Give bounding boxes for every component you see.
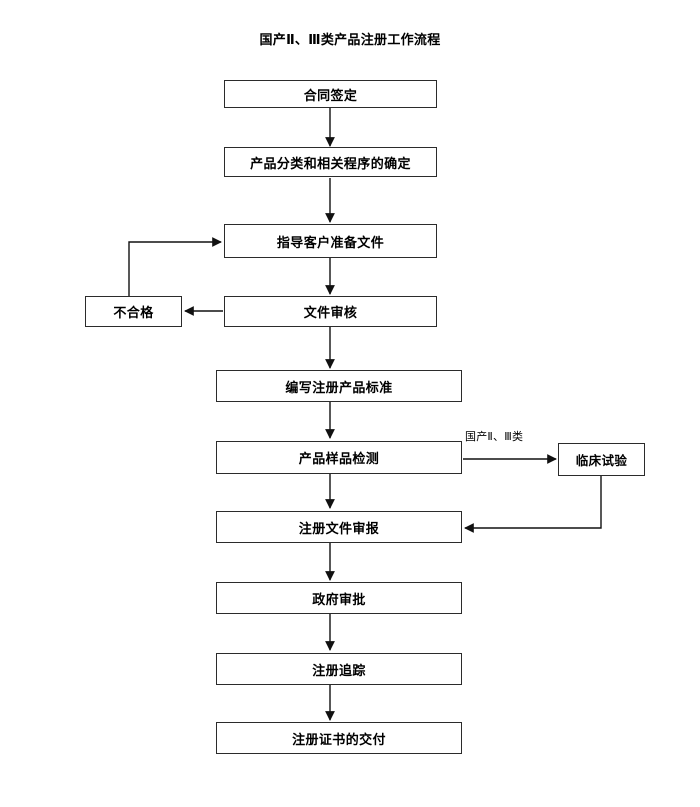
node-unqualified-label: 不合格: [113, 305, 154, 320]
edge-unqualified-feedback-to-guide: [128, 237, 222, 296]
page-title: 国产Ⅱ、Ⅲ类产品注册工作流程: [259, 32, 441, 47]
node-doc-review[interactable]: 文件审核: [224, 296, 437, 327]
node-clinical-trial-label: 临床试验: [575, 454, 628, 468]
node-reg-tracking-label: 注册追踪: [312, 662, 366, 678]
node-doc-review-label: 文件审核: [303, 305, 358, 320]
node-guide-client[interactable]: 指导客户准备文件: [224, 224, 437, 258]
node-contract-label: 合同签定: [303, 87, 358, 103]
node-file-submission-label: 注册文件审报: [298, 520, 380, 536]
edge-clinical-to-submission: [464, 476, 602, 533]
node-sample-test[interactable]: 产品样品检测: [216, 441, 462, 474]
node-write-standard[interactable]: 编写注册产品标准: [216, 370, 462, 402]
node-gov-approval-label: 政府审批: [312, 591, 366, 607]
node-reg-tracking[interactable]: 注册追踪: [216, 653, 462, 685]
node-file-submission[interactable]: 注册文件审报: [216, 511, 462, 543]
node-unqualified[interactable]: 不合格: [85, 296, 182, 327]
node-write-standard-label: 编写注册产品标准: [285, 379, 393, 395]
node-contract[interactable]: 合同签定: [224, 80, 437, 108]
node-gov-approval[interactable]: 政府审批: [216, 582, 462, 614]
node-guide-client-label: 指导客户准备文件: [276, 234, 385, 250]
node-classification-label: 产品分类和相关程序的确定: [250, 155, 411, 171]
node-cert-delivery-label: 注册证书的交付: [292, 731, 386, 747]
node-classification[interactable]: 产品分类和相关程序的确定: [224, 147, 437, 177]
node-sample-test-label: 产品样品检测: [298, 451, 380, 466]
node-cert-delivery[interactable]: 注册证书的交付: [216, 722, 462, 754]
edge-label-domestic-class: 国产Ⅱ、Ⅲ类: [464, 431, 525, 444]
node-clinical-trial[interactable]: 临床试验: [558, 443, 645, 476]
